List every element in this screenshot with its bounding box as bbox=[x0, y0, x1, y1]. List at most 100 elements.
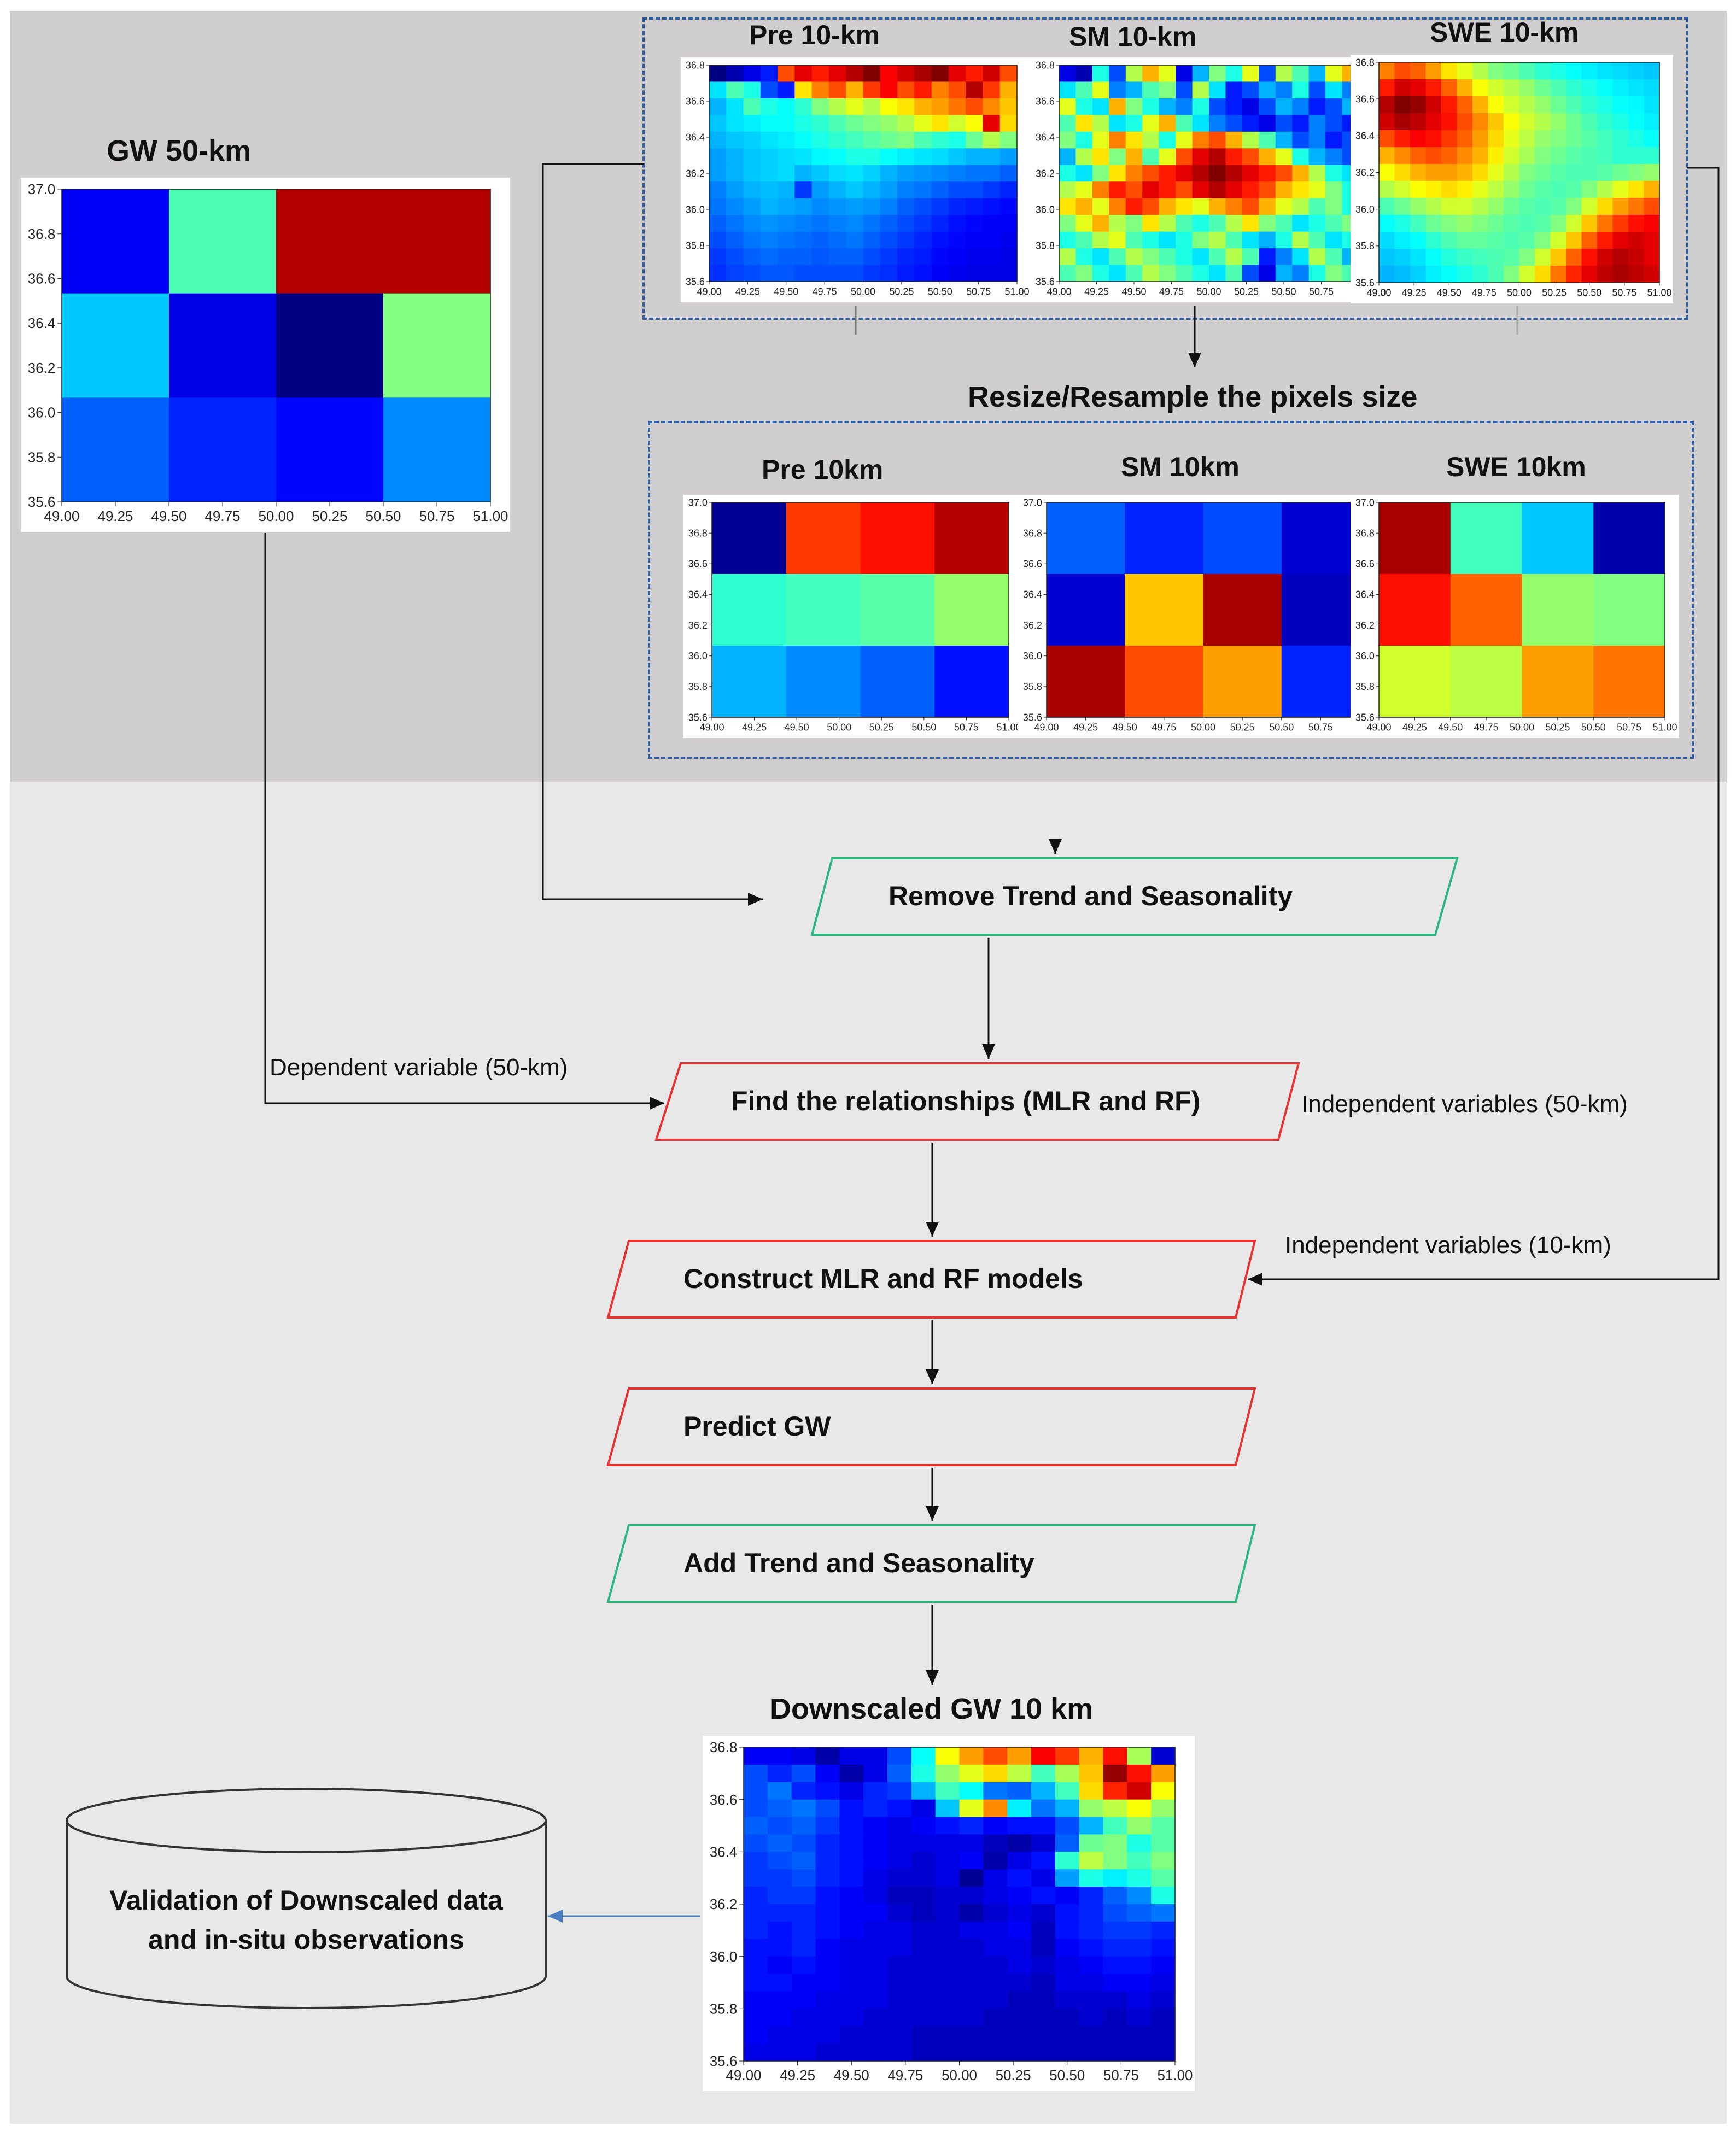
heatmap-cell bbox=[1504, 181, 1520, 198]
heatmap-cell bbox=[1031, 1869, 1056, 1887]
heatmap-cell bbox=[1259, 215, 1276, 232]
heatmap-cell bbox=[815, 1887, 840, 1905]
heatmap-cell bbox=[948, 148, 966, 166]
heatmap-cell bbox=[880, 165, 898, 182]
heatmap-cell bbox=[1504, 79, 1520, 97]
heatmap-cell bbox=[839, 1817, 864, 1835]
heatmap-cell bbox=[959, 1956, 984, 1975]
heatmap-cell bbox=[1550, 96, 1567, 114]
heatmap-cell bbox=[1441, 62, 1458, 80]
heatmap-cell bbox=[935, 1799, 960, 1818]
y-tick-label: 37.0 bbox=[1023, 497, 1042, 508]
heatmap-cell bbox=[1075, 131, 1093, 149]
heatmap-cell bbox=[1109, 131, 1126, 149]
heatmap-cell bbox=[897, 248, 915, 266]
heatmap-cell bbox=[1259, 98, 1276, 115]
heatmap-cell bbox=[1379, 574, 1451, 646]
heatmap-cell bbox=[791, 1939, 816, 1957]
heatmap-cell bbox=[1079, 1782, 1104, 1800]
heatmap-cell bbox=[767, 1921, 792, 1940]
heatmap-cell bbox=[1242, 231, 1259, 249]
heatmap-cell bbox=[1410, 198, 1427, 215]
heatmap-cell bbox=[1325, 198, 1343, 215]
heatmap-cell bbox=[1103, 1817, 1127, 1835]
heatmap-cell bbox=[1410, 79, 1427, 97]
heatmap-cell bbox=[1059, 248, 1077, 266]
heatmap-cell bbox=[1457, 130, 1473, 148]
heatmap-cell bbox=[863, 1817, 888, 1835]
heatmap-cell bbox=[1103, 1799, 1127, 1818]
heatmap-cell bbox=[1379, 198, 1395, 215]
heatmap-cell bbox=[828, 81, 846, 99]
heatmap-cell bbox=[1225, 81, 1243, 99]
heatmap-cell bbox=[1259, 181, 1276, 199]
heatmap-cell bbox=[1109, 231, 1126, 249]
x-tick-label: 50.00 bbox=[1191, 722, 1215, 733]
heatmap-cell bbox=[1519, 79, 1535, 97]
heatmap-cell bbox=[1225, 231, 1243, 249]
heatmap-cell bbox=[931, 98, 949, 115]
heatmap-cell bbox=[791, 1782, 816, 1800]
heatmap-cell bbox=[815, 1869, 840, 1887]
heatmap-cell bbox=[934, 646, 1009, 718]
heatmap-cell bbox=[1457, 79, 1473, 97]
heatmap-cell bbox=[1151, 1799, 1176, 1818]
heatmap-cell bbox=[935, 1921, 960, 1940]
heatmap-cell bbox=[1457, 62, 1473, 80]
y-tick-label: 36.6 bbox=[28, 271, 56, 287]
heatmap-cell bbox=[767, 1869, 792, 1887]
heatmap-cell bbox=[935, 1852, 960, 1870]
heatmap-cell bbox=[1535, 79, 1551, 97]
heatmap-cell bbox=[959, 1782, 984, 1800]
heatmap-cell bbox=[1394, 62, 1411, 80]
heatmap-cell bbox=[1292, 131, 1310, 149]
heatmap-cell bbox=[1522, 574, 1594, 646]
heatmap-cell bbox=[1410, 113, 1427, 131]
heatmap-cell bbox=[1488, 96, 1504, 114]
heatmap-cell bbox=[1581, 249, 1598, 266]
heatmap-cell bbox=[1488, 62, 1504, 80]
heatmap-cell bbox=[839, 1852, 864, 1870]
heatmap-cell bbox=[1504, 113, 1520, 131]
heatmap-cell bbox=[1176, 231, 1193, 249]
heatmap-cell bbox=[911, 1887, 936, 1905]
heatmap-cell bbox=[1581, 198, 1598, 215]
x-tick-label: 49.00 bbox=[1034, 722, 1059, 733]
heatmap-cell bbox=[1441, 266, 1458, 283]
heatmap-cell bbox=[887, 1991, 912, 2009]
heatmap-cell bbox=[959, 1834, 984, 1852]
heatmap-cell bbox=[935, 1747, 960, 1765]
heatmap-cell bbox=[1125, 574, 1204, 646]
heatmap-cell bbox=[726, 131, 744, 149]
heatmap-cell bbox=[1597, 198, 1614, 215]
y-tick-label: 36.0 bbox=[1023, 651, 1042, 661]
heatmap-cell bbox=[1242, 248, 1259, 266]
heatmap-cell bbox=[1488, 198, 1504, 215]
heatmap-cell bbox=[1379, 147, 1395, 165]
heatmap-cell bbox=[1079, 1956, 1104, 1975]
heatmap-cell bbox=[983, 81, 1001, 99]
heatmap-cell bbox=[931, 115, 949, 132]
heatmap-cell bbox=[914, 115, 932, 132]
heatmap-cell bbox=[1007, 1747, 1032, 1765]
heatmap-cell bbox=[1055, 1782, 1080, 1800]
heatmap-cell bbox=[811, 148, 829, 166]
heatmap-cell bbox=[1535, 96, 1551, 114]
heatmap-cell bbox=[1055, 1991, 1080, 2009]
heatmap-cell bbox=[1581, 181, 1598, 198]
heatmap-cell bbox=[1275, 65, 1293, 83]
heatmap-cell bbox=[966, 215, 984, 232]
heatmap-cell bbox=[1566, 79, 1582, 97]
heatmap-cell bbox=[846, 231, 864, 249]
heatmap-cell bbox=[767, 2044, 792, 2062]
heatmap-cell bbox=[794, 98, 813, 115]
heatmap-cell bbox=[1127, 1869, 1152, 1887]
heatmap-cell bbox=[1425, 79, 1442, 97]
heatmap-cell bbox=[863, 198, 881, 215]
y-tick-label: 36.0 bbox=[1355, 204, 1375, 215]
heatmap-cell bbox=[1325, 165, 1343, 182]
heatmap-cell bbox=[1103, 1869, 1127, 1887]
heatmap-cell bbox=[1103, 1974, 1127, 1992]
heatmap-cell bbox=[863, 1852, 888, 1870]
